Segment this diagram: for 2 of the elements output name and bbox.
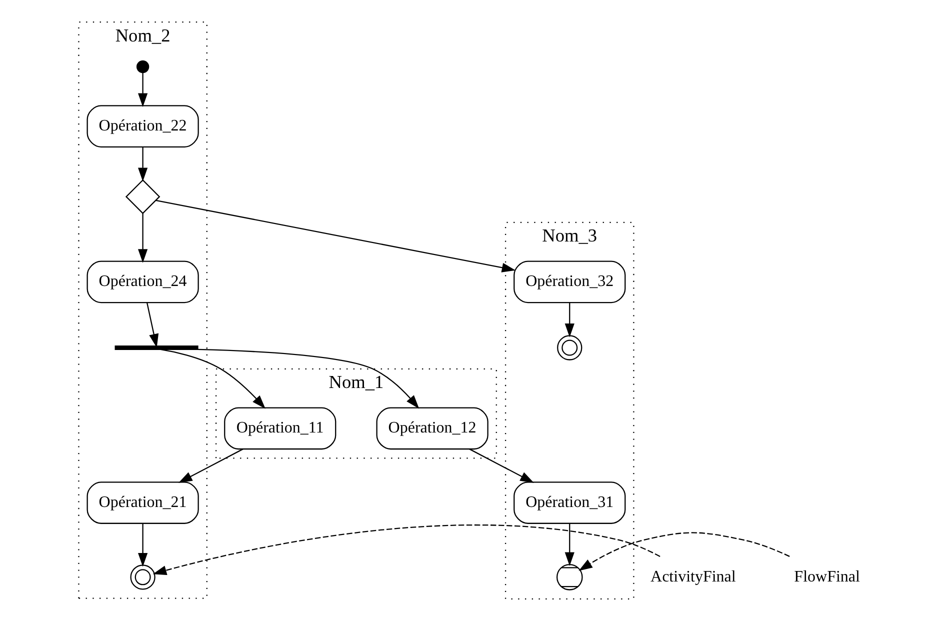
node-text: FlowFinal (794, 568, 860, 586)
node-text: ActivityFinal (650, 568, 736, 586)
